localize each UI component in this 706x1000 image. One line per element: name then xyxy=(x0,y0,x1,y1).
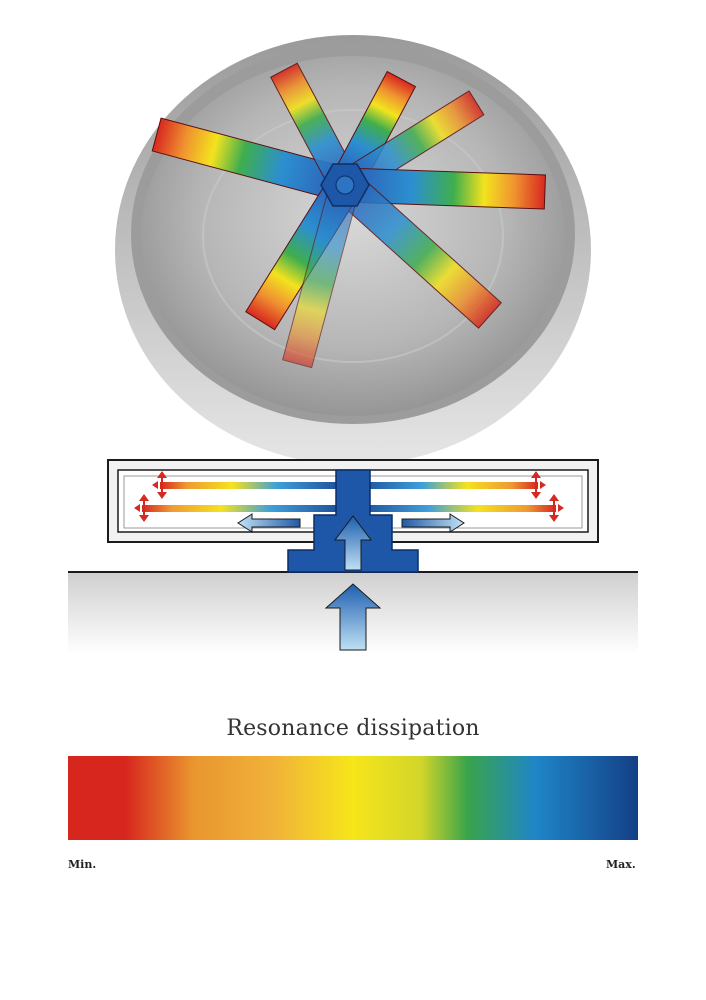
blade-assembly xyxy=(151,62,546,369)
vibration-arrow xyxy=(531,471,546,499)
inner-up-arrow xyxy=(334,515,372,571)
scale-max-label: Max. xyxy=(606,858,636,871)
scale-title: Resonance dissipation xyxy=(226,716,480,741)
vibration-arrow xyxy=(134,494,149,522)
side-arrow-left xyxy=(237,513,301,533)
cross-section xyxy=(68,459,638,654)
floor-up-arrow xyxy=(324,583,382,651)
lower-bar-left xyxy=(142,505,340,512)
vibration-arrows xyxy=(134,471,564,522)
color-scale-bar xyxy=(68,756,638,840)
scale-min-label: Min. xyxy=(68,858,97,871)
vibration-arrow xyxy=(152,471,167,499)
upper-bar-right xyxy=(360,482,538,489)
hub-bolt xyxy=(335,175,355,195)
vibration-arrow xyxy=(549,494,564,522)
upper-bar-left xyxy=(160,482,340,489)
tray-illustration xyxy=(115,35,591,465)
lower-bar-right xyxy=(360,505,556,512)
tray-ring xyxy=(202,109,504,363)
side-arrow-right xyxy=(401,513,465,533)
